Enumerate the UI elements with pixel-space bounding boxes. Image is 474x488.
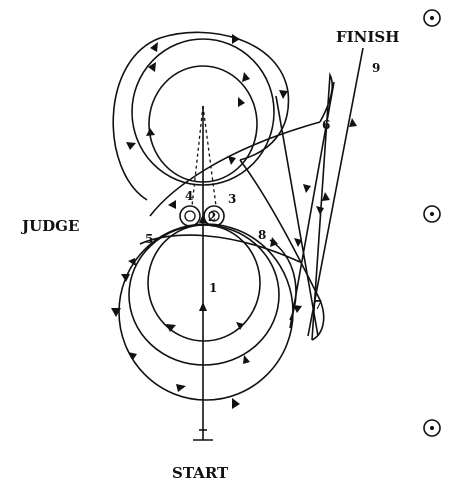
target-icon [423,205,441,223]
upper-circles [112,31,290,201]
rundown-lines [275,47,364,341]
marker-number-5: 5 [145,232,153,246]
marker-number-1: 1 [209,281,217,295]
marker-number-9: 9 [372,61,380,75]
finish-label: FINISH [336,28,399,46]
judge-label: JUDGE [20,217,79,235]
start-label: START [172,464,229,482]
marker-number-4: 4 [185,189,193,203]
marker-number-7: 7 [314,298,322,312]
figure-eight-crossovers [139,121,325,341]
direction-arrows [111,34,357,409]
target-icon [423,419,441,437]
marker-number-3: 3 [228,192,236,206]
target-icon [423,9,441,27]
marker-number-8: 8 [258,228,266,242]
rollback-dashed-lines [191,105,217,207]
marker-number-2: 2 [208,210,216,224]
start-center-line [193,106,213,441]
barrel-icon [179,205,201,227]
